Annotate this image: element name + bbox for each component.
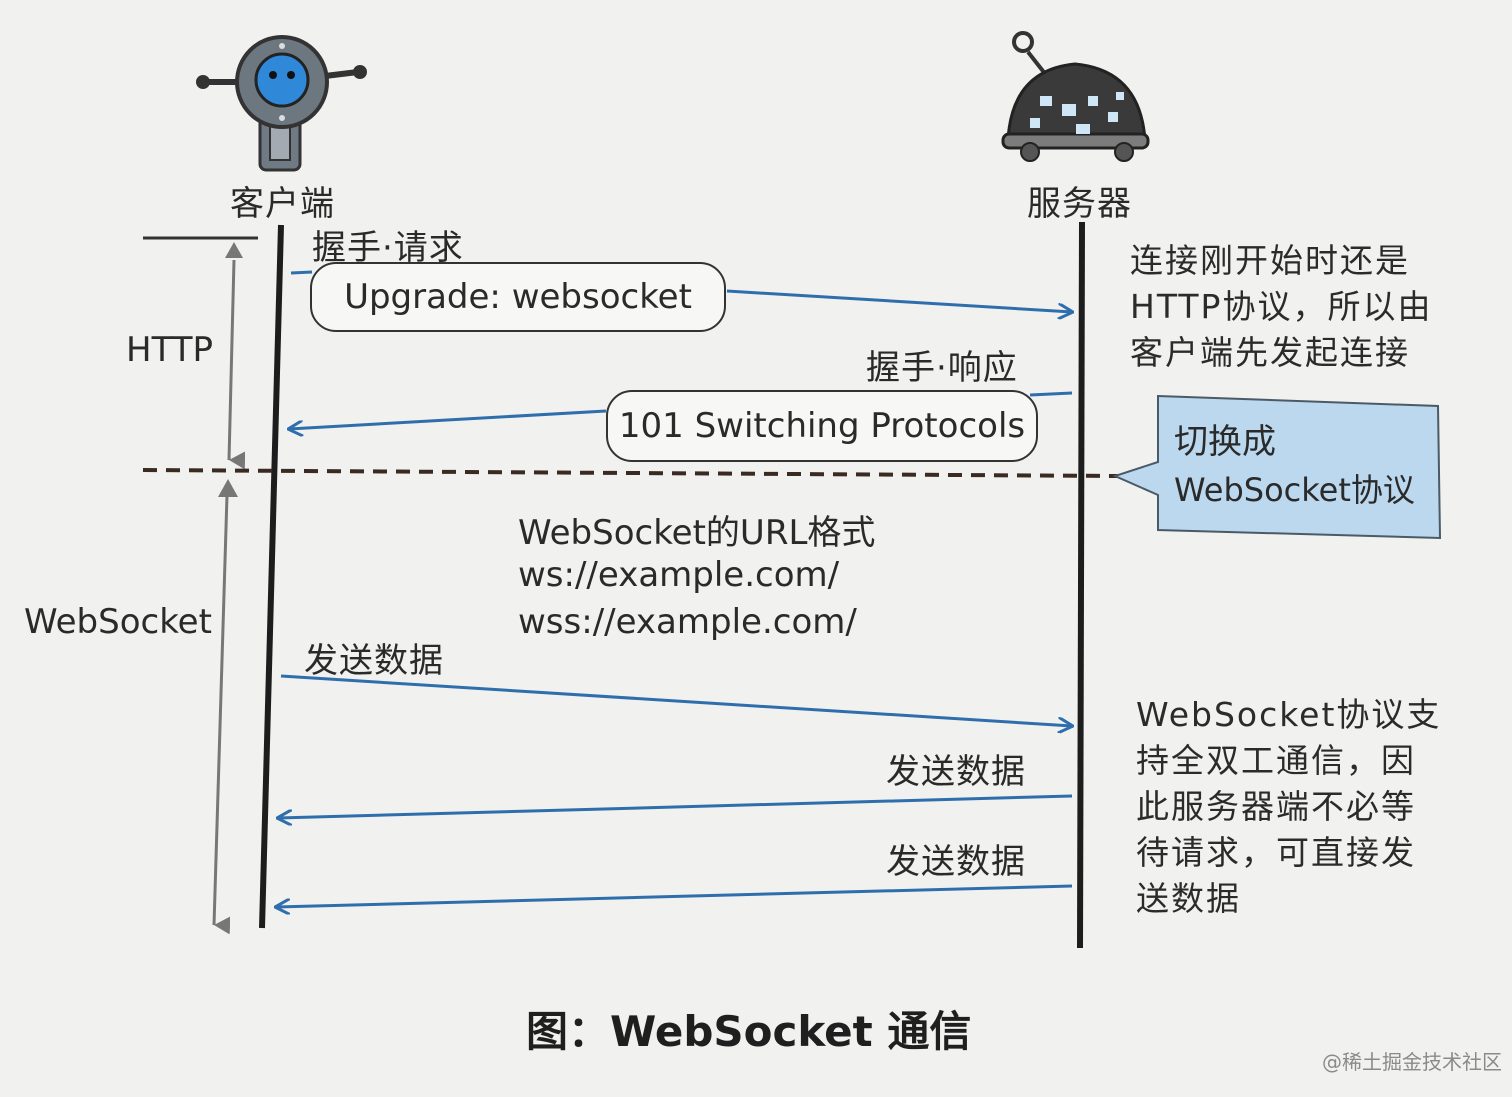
send-data-arrow-3 [276, 884, 1073, 907]
handshake-request-lead [290, 270, 313, 275]
note-line: 连接刚开始时还是 [1130, 241, 1410, 280]
send-data-arrow-1 [280, 674, 1072, 726]
note-line: WebSocket协议支 [1136, 695, 1442, 734]
http-span-arrow [227, 259, 246, 470]
send-data-label-3: 发送数据 [886, 842, 1026, 882]
figure-caption: 图：WebSocket 通信 [526, 1007, 972, 1056]
note-line: 持全双工通信，因 [1136, 741, 1416, 780]
upgrade-header-pill: Upgrade: websocket [310, 262, 726, 332]
http-phase-label: HTTP [126, 330, 214, 370]
callout-line: 切换成 [1174, 422, 1276, 462]
handshake-request-arrow [726, 289, 1072, 312]
send-data-arrow-2 [278, 794, 1073, 818]
handshake-request-label: 握手·请求 [312, 228, 464, 268]
url-ws: ws://example.com/ [518, 555, 840, 595]
full-duplex-note: WebSocket协议支 持全双工通信，因 此服务器端不必等 待请求，可直接发 … [1136, 692, 1441, 922]
note-line: HTTP协议，所以由 [1130, 287, 1433, 326]
client-robot-icon [196, 35, 367, 172]
send-data-label-1: 发送数据 [304, 641, 444, 681]
handshake-response-lead [1029, 391, 1073, 397]
http-start-note: 连接刚开始时还是 HTTP协议，所以由 客户端先发起连接 [1130, 238, 1432, 376]
server-lifeline [1077, 221, 1085, 949]
callout-line: WebSocket协议 [1174, 471, 1415, 509]
url-wss: wss://example.com/ [518, 602, 857, 642]
switching-protocols-pill: 101 Switching Protocols [606, 390, 1038, 462]
handshake-response-label: 握手·响应 [866, 348, 1018, 388]
note-line: 客户端先发起连接 [1130, 333, 1410, 372]
client-lifeline [259, 224, 284, 929]
send-data-label-2: 发送数据 [886, 752, 1026, 792]
client-label: 客户端 [230, 184, 335, 224]
server-label: 服务器 [1027, 184, 1132, 224]
note-line: 待请求，可直接发 [1136, 833, 1416, 872]
handshake-response-arrow [289, 409, 607, 429]
server-robot-icon [1001, 31, 1150, 162]
note-line: 送数据 [1136, 879, 1241, 918]
switch-callout-box [1112, 394, 1442, 540]
note-line: 此服务器端不必等 [1136, 787, 1416, 826]
websocket-phase-label: WebSocket [24, 602, 212, 642]
switch-callout-text: 切换成 WebSocket协议 [1174, 418, 1415, 514]
websocket-span-arrow [212, 494, 231, 935]
phase-divider [142, 468, 1119, 478]
watermark: @稀土掘金技术社区 [1322, 1050, 1502, 1074]
url-format-title: WebSocket的URL格式 [518, 513, 876, 553]
